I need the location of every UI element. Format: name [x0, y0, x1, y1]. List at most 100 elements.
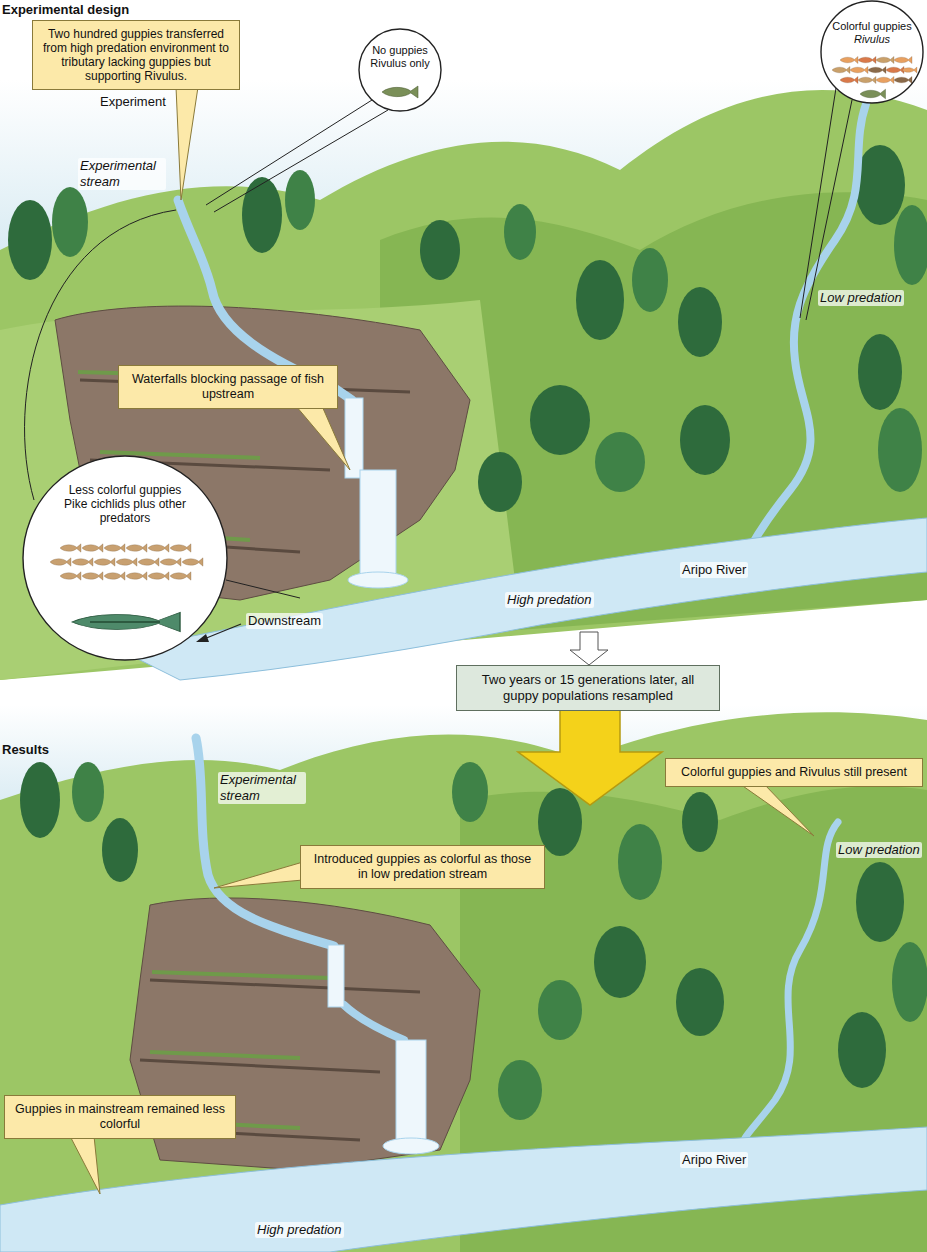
callout-box: Waterfalls blocking passage of fish upst… [118, 365, 338, 409]
guppy-fish [902, 67, 917, 73]
stream [196, 738, 838, 1138]
stream [745, 822, 838, 1138]
tree [530, 385, 590, 455]
tree [452, 762, 488, 822]
callout-pointer [296, 406, 350, 470]
river [120, 518, 927, 680]
river [0, 1127, 927, 1252]
leader-line [226, 580, 300, 598]
waterfall [396, 1040, 426, 1140]
guppy-fish [876, 56, 894, 63]
callout-box: Two hundred guppies transferred from hig… [32, 20, 240, 90]
top-scene [0, 90, 927, 680]
guppy-fish [832, 56, 917, 83]
drab-guppy-fish [126, 544, 147, 552]
drab-guppy-fish [148, 544, 169, 552]
results-scene [0, 705, 927, 1252]
drab-guppy-fish [148, 572, 169, 580]
tree [878, 408, 922, 492]
time-arrow [570, 632, 608, 665]
tree [576, 260, 624, 340]
drab-guppy-fish [82, 572, 103, 580]
stream [196, 738, 334, 946]
callout-pointer [214, 862, 303, 888]
leader-line [206, 100, 372, 205]
tree [242, 177, 282, 253]
region-label: Experiment [100, 94, 166, 110]
callout-box: Guppies in mainstream remained less colo… [4, 1095, 236, 1139]
tree [855, 145, 905, 225]
waterfall [383, 1138, 439, 1154]
stream [178, 104, 866, 548]
downstream-arrow [204, 624, 241, 639]
drab-guppy-fish [126, 572, 147, 580]
inset-text: No guppies [363, 44, 437, 57]
guppy-fish [868, 66, 886, 73]
stream [750, 104, 866, 548]
region-label: Low predation [818, 290, 904, 306]
pike-cichlid-fish [72, 612, 180, 631]
river-label: Aripo River [680, 562, 748, 578]
guppy-fish [876, 76, 894, 83]
tree [680, 405, 730, 475]
inset-text: Pike cichlids plus other predators [45, 497, 205, 525]
tree [858, 334, 902, 410]
waterfall [360, 470, 396, 575]
waterfall [328, 945, 439, 1154]
rivulus-fish [382, 86, 886, 99]
results-scene [0, 712, 927, 1252]
process-box: Two years or 15 generations later, all g… [456, 665, 720, 711]
guppy-fish [832, 66, 850, 73]
guppy-fish [858, 76, 876, 83]
river-label: Aripo River [680, 1152, 748, 1168]
tree [678, 287, 722, 357]
section-heading: Results [2, 742, 49, 758]
drab-guppy-fish [50, 558, 71, 566]
rivulus-fish [860, 89, 886, 99]
drab-guppy-fish [82, 544, 103, 552]
callout-box: Colorful guppies and Rivulus still prese… [665, 758, 923, 787]
inset-circle: Colorful guppiesRivulus [820, 0, 924, 104]
stream [344, 1005, 404, 1040]
pike-cichlid-fish [90, 621, 160, 623]
tree [102, 818, 138, 882]
tree [20, 762, 60, 838]
tree [52, 187, 88, 257]
tree [856, 862, 904, 942]
tree [892, 942, 927, 1022]
pike-cichlid-fish [72, 612, 180, 631]
callout-pointer [176, 87, 198, 200]
leader-line [25, 88, 852, 598]
guppy-fish [850, 66, 868, 73]
drab-guppy-fish [50, 544, 203, 580]
drab-guppy-fish [104, 572, 125, 580]
callout-text: Guppies in mainstream remained less colo… [13, 1102, 227, 1132]
tree [72, 762, 104, 822]
circle-outline [358, 28, 442, 112]
circle-outline [821, 1, 923, 103]
waterfall [345, 398, 408, 588]
callout-pointer [70, 1136, 100, 1194]
section-heading: Experimental design [2, 2, 129, 18]
callout-text: Two hundred guppies transferred from hig… [41, 27, 231, 83]
direction-label: Downstream [246, 613, 323, 629]
guppy-fish [886, 66, 904, 73]
inset-disk [821, 1, 923, 103]
inset-disk [23, 1, 923, 660]
drab-guppy-fish [104, 544, 125, 552]
guppy-fish [894, 56, 912, 63]
callout-text: Waterfalls blocking passage of fish upst… [127, 372, 329, 402]
tree [538, 980, 582, 1040]
guppy-fish [840, 76, 858, 83]
inset-disk [23, 456, 227, 660]
stream-label: Experimental stream [78, 158, 166, 190]
inset-text: Less colorful guppies [45, 483, 205, 497]
waterfall [348, 572, 408, 588]
drab-guppy-fish [182, 558, 203, 566]
tree [420, 220, 460, 280]
tree [618, 824, 662, 900]
drab-guppy-fish [170, 544, 191, 552]
time-arrow [518, 710, 662, 805]
tree [285, 170, 315, 230]
leader-line [25, 210, 176, 500]
